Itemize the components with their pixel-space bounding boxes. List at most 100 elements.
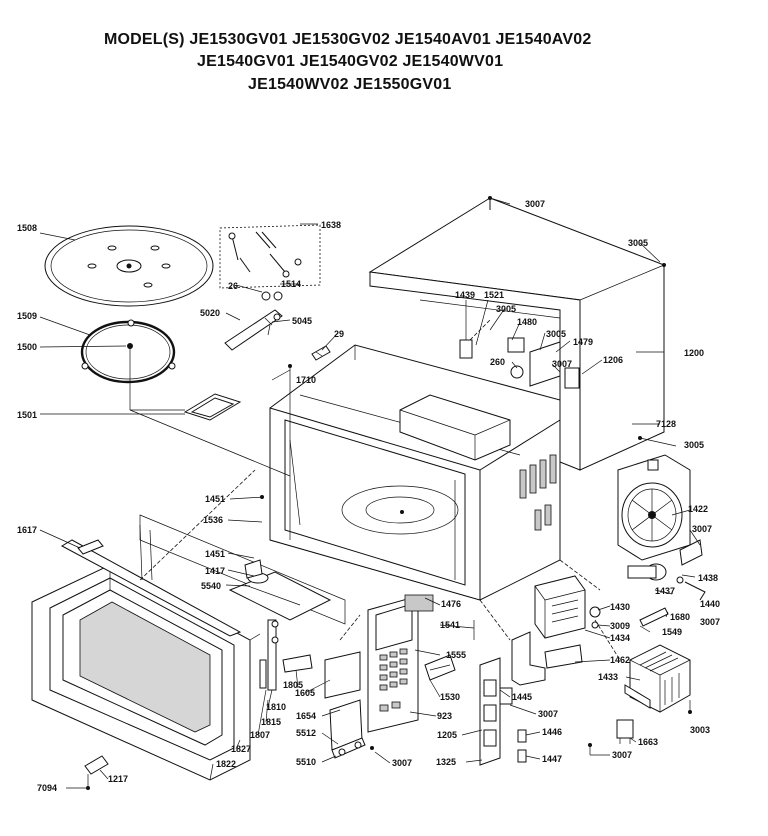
keypad-grid <box>379 648 408 712</box>
label-5510: 5510 <box>296 757 316 767</box>
label-1325: 1325 <box>436 757 456 767</box>
label-1446: 1446 <box>542 727 562 737</box>
label-3009: 3009 <box>610 621 630 631</box>
label-1805-a: 1805 <box>283 680 303 690</box>
label-1663: 1663 <box>638 737 658 747</box>
latch-assembly-1417 <box>228 559 332 621</box>
label-3007-br: 3007 <box>612 750 632 760</box>
magnetron-1434 <box>534 575 586 639</box>
label-1617: 1617 <box>17 525 37 535</box>
label-1438: 1438 <box>698 573 718 583</box>
door-assembly-1822 <box>31 539 261 781</box>
label-1680: 1680 <box>670 612 690 622</box>
label-1440: 1440 <box>700 599 720 609</box>
label-1810: 1810 <box>266 702 286 712</box>
label-7094: 7094 <box>37 783 57 793</box>
label-1514: 1514 <box>281 279 301 289</box>
label-1439: 1439 <box>455 290 475 300</box>
label-260: 260 <box>490 357 505 367</box>
label-1500: 1500 <box>17 342 37 352</box>
glass-tray-1508 <box>44 225 214 307</box>
label-5045: 5045 <box>292 316 312 326</box>
bracket-1549 <box>639 607 669 627</box>
label-1451-a: 1451 <box>205 494 225 504</box>
label-3007-r2: 3007 <box>700 617 720 627</box>
waveguide-cover-1501 <box>130 393 242 421</box>
hardware-kit-1638 <box>219 224 321 289</box>
model-list-line-2: JE1540GV01 JE1540GV02 JE1540WV01 <box>197 53 504 70</box>
oven-cavity-chassis <box>269 319 580 601</box>
label-1430: 1430 <box>610 602 630 612</box>
label-1206: 1206 <box>603 355 623 365</box>
label-3007-top: 3007 <box>525 199 545 209</box>
label-1509: 1509 <box>17 311 37 321</box>
label-1654: 1654 <box>296 711 316 721</box>
label-3005-mid: 3005 <box>496 304 516 314</box>
label-3005-top: 3005 <box>628 238 648 248</box>
label-1555: 1555 <box>446 650 466 660</box>
label-29: 29 <box>334 329 344 339</box>
label-1445: 1445 <box>512 692 532 702</box>
label-3007-right: 3007 <box>692 524 712 534</box>
label-3007-c: 3007 <box>538 709 558 719</box>
fuse-holder-1462 <box>511 631 583 686</box>
label-7128: 7128 <box>656 419 676 429</box>
label-1501: 1501 <box>17 410 37 420</box>
model-list-line-1: MODEL(S) JE1530GV01 JE1530GV02 JE1540AV0… <box>104 31 592 48</box>
label-1638: 1638 <box>321 220 341 230</box>
label-5512: 5512 <box>296 728 316 738</box>
label-1200: 1200 <box>684 348 704 358</box>
label-1447: 1447 <box>542 754 562 764</box>
label-1710: 1710 <box>296 375 316 385</box>
fan-assembly-1422 <box>617 454 703 566</box>
label-1480: 1480 <box>517 317 537 327</box>
label-1205: 1205 <box>437 730 457 740</box>
label-1508: 1508 <box>17 223 37 233</box>
label-1476: 1476 <box>441 599 461 609</box>
latch-arms-1810 <box>259 619 313 691</box>
foot-1217 <box>84 755 109 790</box>
label-3005-right: 3005 <box>684 440 704 450</box>
label-1536: 1536 <box>203 515 223 525</box>
label-1541: 1541 <box>440 620 460 630</box>
label-1451-b: 1451 <box>205 549 225 559</box>
roller-ring-1509 <box>80 319 291 477</box>
label-1217: 1217 <box>108 774 128 784</box>
bracket-1530 <box>424 654 456 681</box>
switches-1446-1447 <box>517 729 527 763</box>
label-1521: 1521 <box>484 290 504 300</box>
label-3005-b: 3005 <box>546 329 566 339</box>
switch-bracket-1205 <box>479 657 513 766</box>
relay-1663 <box>616 719 634 744</box>
leader-lines <box>39 196 701 790</box>
label-1605: 1605 <box>295 688 315 698</box>
label-1549: 1549 <box>662 627 682 637</box>
control-panel-1555 <box>324 594 434 751</box>
label-1422: 1422 <box>688 504 708 514</box>
label-3003: 3003 <box>690 725 710 735</box>
label-1417: 1417 <box>205 566 225 576</box>
fan-motor-1438 <box>627 563 706 601</box>
label-1815: 1815 <box>261 717 281 727</box>
door-choke-1536 <box>139 514 346 625</box>
transformer-1433 <box>624 644 691 713</box>
label-5540: 5540 <box>201 581 221 591</box>
label-5020: 5020 <box>200 308 220 318</box>
label-1437: 1437 <box>655 586 675 596</box>
label-1434: 1434 <box>610 633 630 643</box>
label-3007-mid: 3007 <box>552 359 572 369</box>
hinge-5510 <box>331 737 366 759</box>
label-1479: 1479 <box>573 337 593 347</box>
label-1807: 1807 <box>250 730 270 740</box>
latch-lever-5020 <box>224 291 283 351</box>
label-923: 923 <box>437 711 452 721</box>
label-1462: 1462 <box>610 655 630 665</box>
bracket-1617 <box>77 539 104 555</box>
label-3007-bottom: 3007 <box>392 758 412 768</box>
spring-29 <box>311 345 331 361</box>
part-number-labels: 3007 1508 1638 3005 26 1514 1439 1521 15… <box>17 199 720 793</box>
label-1530: 1530 <box>440 692 460 702</box>
label-1822: 1822 <box>216 759 236 769</box>
